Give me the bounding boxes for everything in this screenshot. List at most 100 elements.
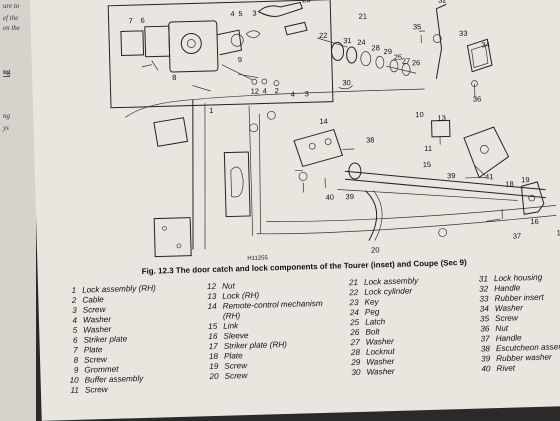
legend-item-number: 35 [479, 314, 490, 324]
callout: 38 [366, 135, 375, 144]
callout: 29 [383, 47, 392, 56]
callout: 21 [358, 12, 367, 21]
exploded-diagram: 23 21 32 7 6 4 5 3 22 31 24 28 29 25 27 … [107, 0, 560, 262]
margin-fragment: ys [3, 124, 9, 132]
legend-item-number: 25 [349, 317, 360, 328]
legend-item-label: (RH) [222, 311, 241, 321]
callout: 33 [459, 29, 468, 38]
legend-item-number: 3 [71, 305, 77, 315]
legend-item-label: Plate [83, 345, 103, 355]
legend-item-number: 4 [72, 315, 78, 325]
legend-item-number: 6 [72, 335, 78, 345]
callout: 3 [305, 89, 309, 98]
legend-item-number: 23 [349, 297, 359, 308]
callout: 28 [371, 43, 380, 52]
legend-item-number: 16 [208, 331, 218, 342]
legend-item-label: Washer [494, 303, 523, 314]
callout: 40 [325, 193, 334, 202]
callout: 14 [319, 117, 328, 126]
legend-item-label: Striker plate (RH) [223, 339, 288, 351]
callout: 1 [209, 106, 213, 115]
callout: 36 [473, 94, 482, 103]
legend-item-label: Lock cylinder [364, 286, 413, 297]
legend-item-number: 17 [208, 341, 218, 352]
legend-item-label: Screw [224, 361, 248, 371]
legend-item-label: Lock housing [493, 272, 543, 284]
legend-item-label: Screw [224, 371, 248, 381]
callout: 5 [238, 9, 242, 18]
callout: 7 [128, 16, 132, 25]
legend-item-number: 26 [350, 327, 360, 338]
legend-item-label: Screw [83, 354, 107, 365]
callout: 19 [521, 175, 530, 184]
callout: 30 [342, 78, 351, 87]
callout: 10 [415, 110, 424, 119]
callout: 4 [263, 86, 267, 95]
legend-item-label: Plate [223, 351, 243, 361]
margin-fragment: ef the [3, 14, 19, 22]
callout: 39 [345, 192, 354, 201]
legend-item-label: Striker plate [83, 334, 128, 345]
callout: 20 [371, 245, 380, 254]
callout: 6 [140, 16, 144, 25]
coupe-lock-assembly [293, 128, 362, 193]
callout: 17 [557, 228, 560, 237]
callout: 12 [251, 87, 260, 96]
callout: 8 [172, 73, 176, 82]
callout: 41 [485, 172, 494, 181]
callout: 22 [319, 31, 328, 40]
legend-item-number: 2 [71, 295, 77, 305]
legend-item-number: 32 [479, 284, 489, 294]
legend-item-number: 5 [72, 325, 78, 335]
legend-item-number: 21 [348, 277, 359, 288]
margin-fragment: ng [3, 68, 11, 77]
callout: 27 [402, 56, 411, 65]
legend-item-label: Buffer assembly [84, 373, 144, 385]
legend-item: 40 Rivet [472, 362, 560, 375]
legend-item-label: Bolt [365, 327, 380, 337]
legend-item-label: Nut [495, 323, 509, 334]
callout: 37 [513, 231, 522, 240]
margin-fragment: ure to [3, 2, 20, 10]
legend-item-label: Cable [82, 295, 104, 305]
legend-item-number: 37 [480, 334, 490, 344]
legend-item-number: 9 [73, 365, 79, 375]
callout: 39 [447, 171, 456, 180]
callout: 16 [530, 217, 539, 226]
legend-item-number: 33 [479, 294, 489, 304]
legend-item-label: Screw [84, 384, 108, 395]
callout: 9 [238, 55, 242, 64]
legend-item-number: 8 [73, 355, 79, 365]
facing-page-edge: ure to ef the en the ng ng ys [0, 0, 36, 421]
door-handle-assembly [419, 3, 493, 98]
legend-item-number: 12 [206, 281, 217, 292]
legend-item-number: 38 [480, 344, 491, 354]
callout: 3 [252, 9, 256, 18]
legend-item-number: 40 [481, 364, 491, 374]
door-frame [125, 88, 557, 258]
legend-item-number: 24 [349, 307, 359, 318]
legend-item-label: Rivet [496, 363, 516, 374]
callout: 2 [275, 86, 279, 95]
figure-stamp: H11255 [247, 255, 268, 262]
callout: 13 [437, 113, 446, 122]
margin-fragment: en the [3, 24, 20, 32]
callout: 26 [412, 58, 421, 67]
legend-item-number: 1 [71, 285, 77, 295]
legend-item-number: 28 [350, 347, 361, 358]
legend-item-number: 27 [350, 337, 360, 348]
legend-item-label: Latch [365, 317, 386, 327]
callout-numbers: 23 21 32 7 6 4 5 3 22 31 24 28 29 25 27 … [128, 0, 560, 255]
callout: 32 [438, 0, 447, 5]
remote-control-mechanism [431, 119, 545, 237]
callout: 11 [424, 144, 432, 153]
lock-cylinder-group [257, 1, 417, 90]
legend-item-number: 22 [349, 287, 359, 298]
legend-item-label: Washer [366, 366, 395, 377]
